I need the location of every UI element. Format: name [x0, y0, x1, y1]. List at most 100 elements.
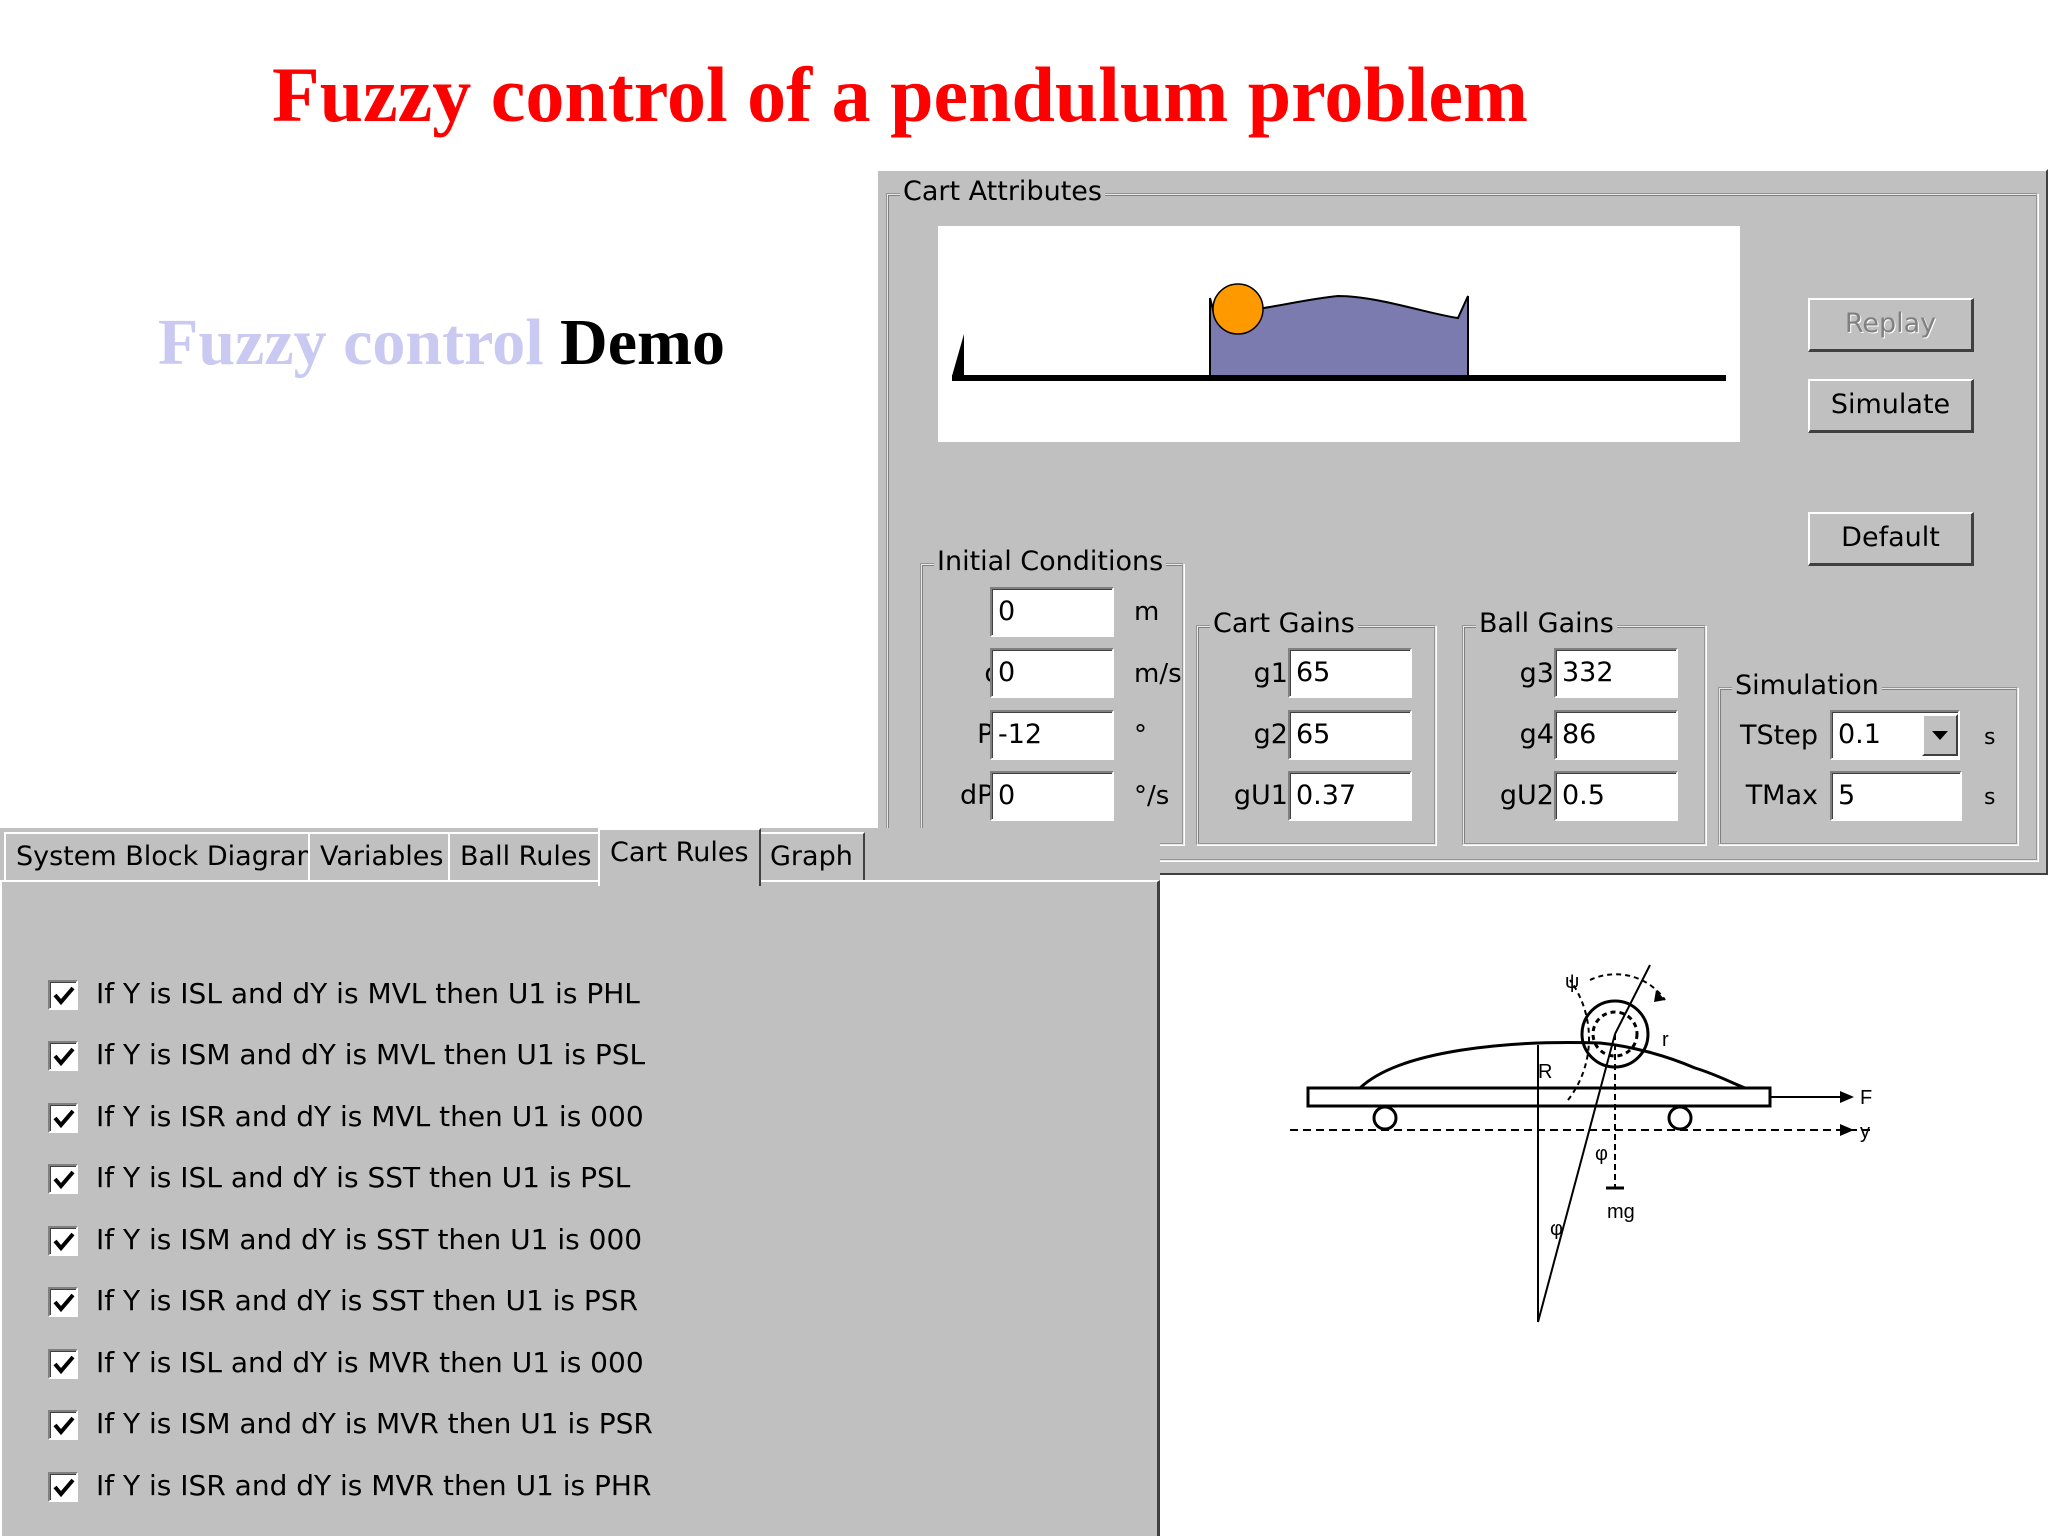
tstep-unit: s [1984, 725, 1996, 750]
rule-checkbox[interactable] [48, 1410, 78, 1440]
chevron-down-icon [1932, 731, 1948, 740]
cart-ball-diagram: ψ r R F y φ φ mg [1270, 950, 1900, 1330]
checkmark-icon [53, 1478, 75, 1498]
rule-text: If Y is ISM and dY is MVR then U1 is PSR [96, 1407, 653, 1440]
ball-inner [1591, 1010, 1639, 1058]
cart-gains-group: Cart Gains [1196, 607, 1436, 845]
subtitle-fuzzy-control: Fuzzy control [158, 306, 544, 379]
g4-input[interactable]: 86 [1554, 710, 1678, 760]
dy-input[interactable]: 0 [990, 648, 1114, 698]
y-arrowhead [1840, 1124, 1854, 1136]
initial-conditions-group: Initial Conditions [920, 545, 1184, 845]
g1-label: g1 [1253, 658, 1288, 689]
rule-checkbox[interactable] [48, 1472, 78, 1502]
g2-label: g2 [1253, 719, 1288, 750]
f-label: F [1860, 1087, 1872, 1109]
slide-title: Fuzzy control of a pendulum problem [272, 51, 1528, 138]
tmax-input[interactable]: 5 [1830, 771, 1962, 821]
g2-input[interactable]: 65 [1288, 710, 1412, 760]
big-r-label: R [1538, 1061, 1552, 1083]
left-stop [952, 334, 964, 376]
psi-label: ψ [1565, 971, 1579, 993]
checkmark-icon [53, 1232, 75, 1252]
tmax-unit: s [1984, 785, 1996, 810]
cart-animation-svg [952, 283, 1726, 381]
tab-cart-rules[interactable]: Cart Rules [598, 828, 761, 886]
tmax-label: TMax [1745, 780, 1818, 811]
simulate-button[interactable]: Simulate [1808, 379, 1974, 433]
gu2-label: gU2 [1499, 780, 1554, 811]
y-input[interactable]: 0 [990, 587, 1114, 637]
ball-gains-group: Ball Gains [1462, 607, 1706, 845]
slide-subtitle: Fuzzy control Demo [158, 305, 725, 381]
checkmark-icon [53, 1047, 75, 1067]
cart-curve [1358, 1041, 1746, 1090]
rules-window: System Block Diagram Variables Ball Rule… [0, 828, 1160, 1536]
rule-checkbox[interactable] [48, 1103, 78, 1133]
rule-text: If Y is ISM and dY is MVL then U1 is PSL [96, 1038, 646, 1071]
g1-input[interactable]: 65 [1288, 648, 1412, 698]
r-label: r [1662, 1029, 1669, 1051]
tstep-dropdown-button[interactable] [1922, 714, 1958, 756]
cart-gains-legend: Cart Gains [1210, 607, 1358, 641]
phi-label: φ [1595, 1143, 1608, 1165]
tab-variables[interactable]: Variables [308, 832, 456, 882]
gu1-input[interactable]: 0.37 [1288, 771, 1412, 821]
rule-checkbox[interactable] [48, 1226, 78, 1256]
tab-graph[interactable]: Graph [758, 832, 865, 882]
initial-conditions-legend: Initial Conditions [934, 545, 1167, 579]
psi-arc [1589, 973, 1666, 1001]
rule-checkbox[interactable] [48, 1041, 78, 1071]
rule-text: If Y is ISL and dY is SST then U1 is PSL [96, 1161, 631, 1194]
gu2-input[interactable]: 0.5 [1554, 771, 1678, 821]
checkmark-icon [53, 1170, 75, 1190]
checkmark-icon [53, 1416, 75, 1436]
cart-attributes-group: Cart Attributes [886, 175, 2038, 861]
g4-label: g4 [1519, 719, 1554, 750]
dphi-unit: °/s [1134, 781, 1170, 811]
rule-text: If Y is ISR and dY is SST then U1 is PSR [96, 1284, 639, 1317]
dphi-input[interactable]: 0 [990, 771, 1114, 821]
left-wheel [1372, 1105, 1398, 1131]
simulation-group: Simulation [1718, 669, 2018, 845]
tab-ball-rules[interactable]: Ball Rules [448, 832, 604, 882]
rule-text: If Y is ISR and dY is MVR then U1 is PHR [96, 1469, 652, 1502]
g3-label: g3 [1519, 658, 1554, 689]
checkmark-icon [53, 1109, 75, 1129]
tstep-value: 0.1 [1838, 719, 1881, 750]
g3-input[interactable]: 332 [1554, 648, 1678, 698]
checkmark-icon [53, 986, 75, 1006]
subtitle-demo: Demo [560, 306, 725, 379]
rule-text: If Y is ISL and dY is MVR then U1 is 000 [96, 1346, 644, 1379]
cart-attributes-window: Cart Attributes Replay Simulate Default … [876, 169, 2048, 875]
cart-animation-canvas [938, 226, 1740, 442]
replay-button[interactable]: Replay [1808, 298, 1974, 352]
ball [1212, 283, 1264, 335]
psi-arrowhead [1654, 990, 1665, 1002]
checkmark-icon [53, 1355, 75, 1375]
gu1-label: gU1 [1233, 780, 1288, 811]
tab-system-block-diagram[interactable]: System Block Diagram [4, 832, 335, 882]
phi-input[interactable]: -12 [990, 710, 1114, 760]
cart-attributes-legend: Cart Attributes [900, 175, 1105, 209]
pendulum-line [1537, 1033, 1616, 1323]
psi-line [1614, 964, 1651, 1035]
phi-bottom-label: φ [1550, 1218, 1563, 1240]
dy-unit: m/s [1134, 659, 1182, 689]
y-unit: m [1134, 597, 1160, 627]
ball-gains-legend: Ball Gains [1476, 607, 1617, 641]
rule-checkbox[interactable] [48, 1349, 78, 1379]
simulation-legend: Simulation [1732, 669, 1882, 703]
right-wheel [1667, 1105, 1693, 1131]
y-label: y [1860, 1121, 1870, 1143]
force-arrowhead [1840, 1091, 1854, 1103]
default-button[interactable]: Default [1808, 512, 1974, 566]
rule-checkbox[interactable] [48, 980, 78, 1010]
cart-rules-panel: If Y is ISL and dY is MVL then U1 is PHL… [0, 880, 1160, 1536]
rule-text: If Y is ISL and dY is MVL then U1 is PHL [96, 977, 640, 1010]
phi-unit: ° [1134, 720, 1147, 750]
rule-checkbox[interactable] [48, 1287, 78, 1317]
rule-text: If Y is ISM and dY is SST then U1 is 000 [96, 1223, 643, 1256]
rule-checkbox[interactable] [48, 1164, 78, 1194]
cart-ball-diagram-svg: ψ r R F y φ φ mg [1290, 964, 1872, 1323]
